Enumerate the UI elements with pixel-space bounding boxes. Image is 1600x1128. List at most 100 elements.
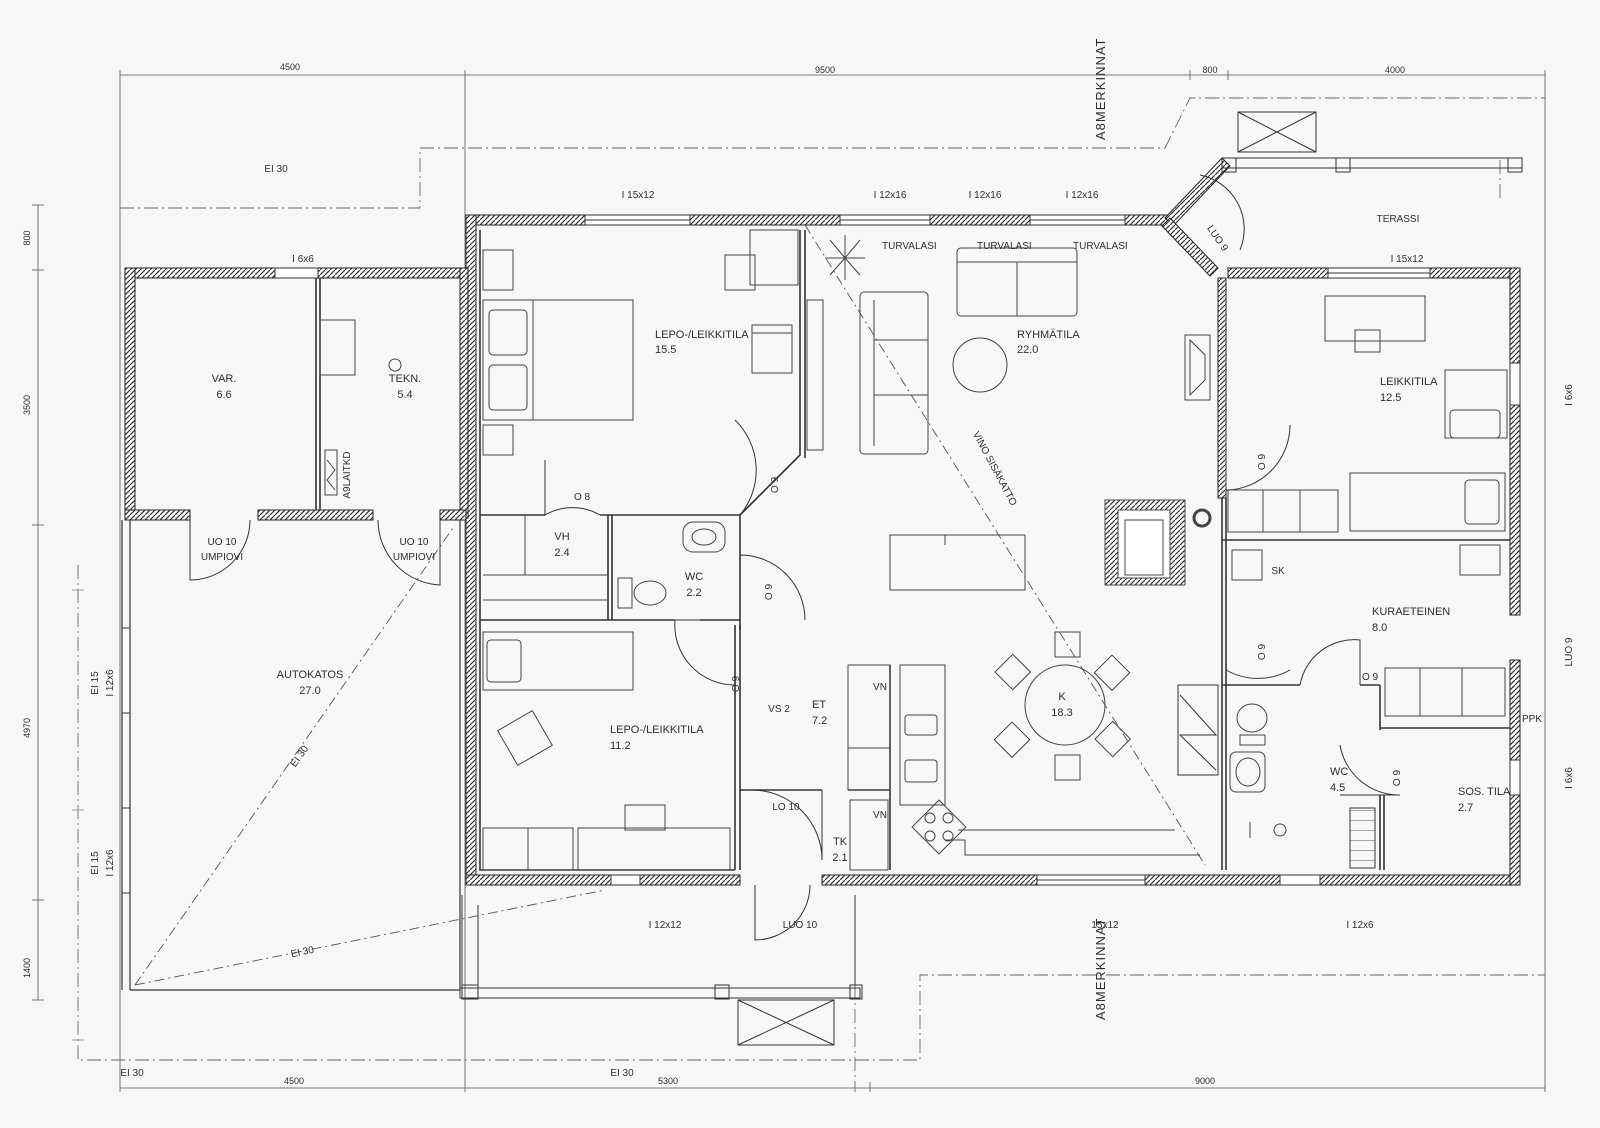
- dim-top-4: 4000: [1385, 65, 1405, 75]
- label-ei30-corner: EI 30: [120, 1068, 144, 1079]
- carport-wall: [121, 520, 461, 991]
- dim-top-1: 4500: [280, 62, 300, 72]
- label-i12x16-c: I 12x16: [1066, 190, 1099, 201]
- room-name-wc2: WC: [1330, 766, 1348, 778]
- furniture: [319, 229, 1508, 871]
- label-a8merkinnat-bottom: A8MERKINNAT: [1093, 918, 1108, 1021]
- label-vino-sisakatto: VINO SISÄKATTO: [970, 429, 1019, 508]
- room-name-ryhma: RYHMÄTILA: [1017, 329, 1080, 341]
- plant-icon: [825, 235, 865, 280]
- room-name-tk: TK: [833, 836, 848, 848]
- dim-top-2: 9500: [815, 65, 835, 75]
- room-name-sos: SOS. TILA: [1458, 786, 1511, 798]
- room-area-autokatos: 27.0: [299, 685, 320, 697]
- room-area-wc1: 2.2: [686, 587, 701, 599]
- label-uo10-b: UO 10: [400, 537, 429, 548]
- dim-top-3: 800: [1202, 65, 1217, 75]
- room-name-lepo1: LEPO-/LEIKKITILA: [655, 329, 749, 341]
- window-mullions: [585, 219, 1430, 881]
- label-i12x6-bottom: I 12x6: [1346, 920, 1374, 931]
- room-area-lepo1: 15.5: [655, 344, 676, 356]
- room-area-sos: 2.7: [1458, 802, 1473, 814]
- terrace: [1221, 111, 1523, 173]
- dim-bottom-1: 4500: [284, 1076, 304, 1086]
- door-swings: [189, 174, 1401, 941]
- label-lo10: LO 10: [772, 802, 800, 813]
- label-i15x12-right: I 15x12: [1391, 254, 1424, 265]
- room-name-vh: VH: [554, 531, 569, 543]
- label-terassi: TERASSI: [1377, 214, 1420, 225]
- room-area-tekn: 5.4: [397, 389, 412, 401]
- room-area-kura: 8.0: [1372, 622, 1387, 634]
- label-luo9: LUO 9: [1204, 224, 1230, 254]
- label-i6x6-right2: I 6x6: [1564, 767, 1575, 789]
- label-uo10-a: UO 10: [208, 537, 237, 548]
- boundary-lines: [77, 97, 1545, 1092]
- dim-bottom-2: 5300: [658, 1076, 678, 1086]
- label-ei30-diag: EI 30: [289, 743, 312, 769]
- room-name-tekn: TEKN.: [389, 373, 421, 385]
- label-vn-b: VN: [873, 810, 887, 821]
- dim-left-3: 4970: [22, 718, 32, 738]
- label-i15x12-bottom: 15x12: [1091, 920, 1119, 931]
- label-o9-e: O 9: [1257, 644, 1268, 661]
- label-i12x12: I 12x12: [649, 920, 682, 931]
- label-i12x16-a: I 12x16: [874, 190, 907, 201]
- label-a8merkinnat-top: A8MERKINNAT: [1093, 38, 1108, 141]
- room-area-wc2: 4.5: [1330, 782, 1345, 794]
- label-vn-a: VN: [873, 682, 887, 693]
- room-area-tk: 2.1: [832, 852, 847, 864]
- label-i15x12-top: I 15x12: [622, 190, 655, 201]
- label-luo10: LUO 10: [783, 920, 818, 931]
- label-o8: O 8: [574, 492, 591, 503]
- label-o9-c: O 9: [731, 676, 742, 693]
- room-name-wc1: WC: [685, 571, 703, 583]
- label-luo9-right: LUO 9: [1564, 637, 1575, 666]
- dim-left-4: 1400: [22, 958, 32, 978]
- label-i12x6-a: I 12x6: [105, 669, 116, 697]
- diagonal-wall: [1161, 157, 1231, 277]
- label-a9laitkd: A9LAITKD: [342, 451, 353, 498]
- label-turvalasi-b: TURVALASI: [977, 241, 1032, 252]
- label-o9-a: O 9: [770, 477, 781, 494]
- label-i6x6-right: I 6x6: [1564, 384, 1575, 406]
- label-ei30-top: EI 30: [264, 164, 288, 175]
- label-ei15-a: EI 15: [90, 671, 101, 695]
- grid-ticks: [72, 589, 84, 1041]
- room-name-leikki: LEIKKITILA: [1380, 376, 1438, 388]
- room-area-var: 6.6: [216, 389, 231, 401]
- label-o9-g: O 9: [1392, 770, 1403, 787]
- room-name-k: K: [1058, 691, 1066, 703]
- label-i6x6: I 6x6: [292, 254, 314, 265]
- label-umpiovi-a: UMPIOVI: [201, 552, 243, 563]
- label-i12x6-b: I 12x6: [105, 849, 116, 877]
- room-area-ryhma: 22.0: [1017, 344, 1038, 356]
- label-turvalasi-c: TURVALASI: [1073, 241, 1128, 252]
- stairs: [1177, 684, 1376, 869]
- dim-left-2: 3500: [22, 395, 32, 415]
- label-o9-f: O 9: [1362, 672, 1379, 683]
- label-i12x16-b: I 12x16: [969, 190, 1002, 201]
- label-ei30-bottom: EI 30: [290, 945, 316, 961]
- room-area-vh: 2.4: [554, 547, 569, 559]
- label-turvalasi-a: TURVALASI: [882, 241, 937, 252]
- label-o9-b: O 9: [764, 584, 775, 601]
- room-name-kura: KURAETEINEN: [1372, 606, 1450, 618]
- label-o9-d: O 9: [1257, 454, 1268, 471]
- room-name-var: VAR.: [212, 373, 237, 385]
- dimension-lines: [32, 70, 1546, 1092]
- room-area-leikki: 12.5: [1380, 392, 1401, 404]
- label-umpiovi-b: UMPIOVI: [393, 552, 435, 563]
- dimension-texts: 4500 9500 800 4000 4500 5300 9000 800 35…: [22, 62, 1405, 1086]
- annotations: EI 30 I 6x6 I 15x12 I 12x16 I 12x16 I 12…: [90, 38, 1575, 1080]
- label-sk: SK: [1271, 566, 1285, 577]
- room-labels: VAR. 6.6 TEKN. 5.4 LEPO-/LEIKKITILA 15.5…: [212, 329, 1511, 864]
- room-name-et: ET: [812, 699, 826, 711]
- label-ei15-b: EI 15: [90, 851, 101, 875]
- room-name-lepo2: LEPO-/LEIKKITILA: [610, 724, 704, 736]
- windows: [121, 214, 1521, 894]
- room-area-k: 18.3: [1051, 707, 1072, 719]
- entrance-canopy: [459, 895, 863, 1046]
- fire-diagonals: [134, 224, 1206, 986]
